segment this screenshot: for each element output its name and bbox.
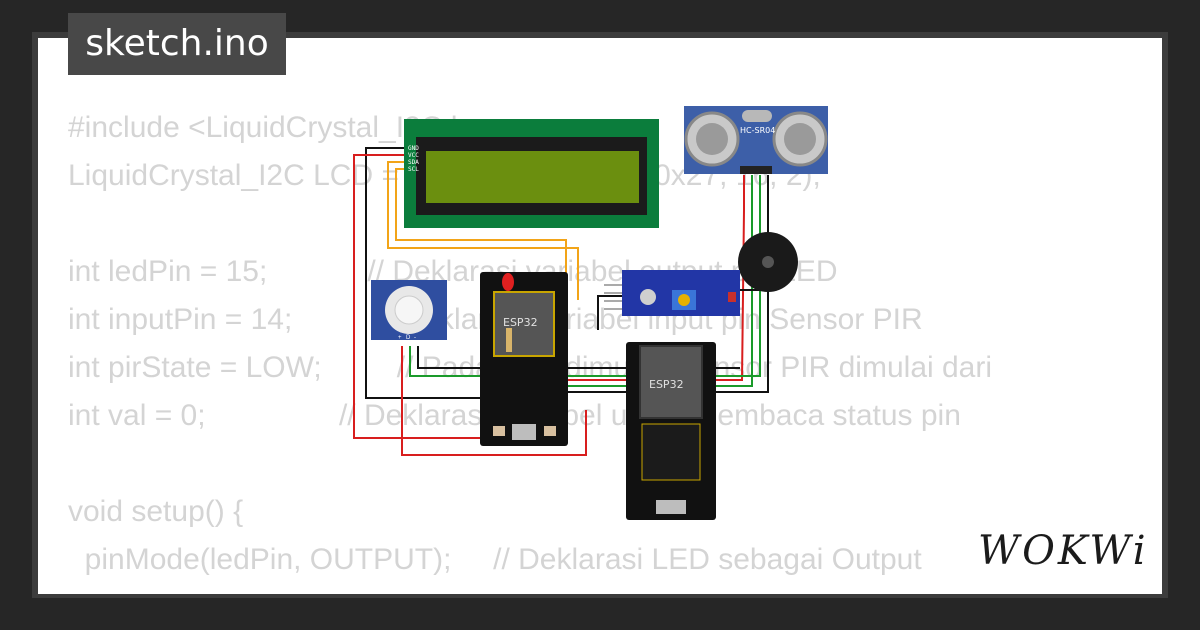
sensor-module bbox=[604, 270, 740, 316]
buzzer-hole bbox=[762, 256, 774, 268]
esp32-board-1: ESP32 bbox=[480, 272, 568, 446]
pir-pin-label: - bbox=[414, 335, 416, 341]
lcd-screen bbox=[426, 151, 639, 203]
ultrasonic-header bbox=[740, 166, 772, 174]
board-button bbox=[493, 426, 505, 436]
pir-lens bbox=[394, 295, 424, 325]
ultrasonic-transducer-core bbox=[784, 123, 816, 155]
code-line: pinMode(ledPin, OUTPUT); // Deklarasi LE… bbox=[68, 543, 922, 576]
ultrasonic-label: HC-SR04 bbox=[740, 126, 775, 135]
buzzer bbox=[738, 232, 798, 292]
esp32-chip-shield bbox=[639, 345, 703, 419]
module-pin bbox=[604, 284, 622, 286]
module-led bbox=[640, 289, 656, 305]
code-line: void setup() { bbox=[68, 495, 244, 528]
board-button bbox=[544, 426, 556, 436]
pir-pin-label: + bbox=[398, 335, 402, 341]
esp32-components bbox=[641, 423, 701, 481]
wire-black bbox=[597, 295, 630, 330]
module-indicator bbox=[728, 292, 736, 302]
esp32-chip-shield bbox=[493, 291, 555, 357]
resistor bbox=[506, 328, 512, 352]
wire-orange bbox=[395, 168, 567, 290]
lcd-pin-label: SDA bbox=[408, 159, 419, 166]
lcd-pin-label: VCC bbox=[408, 152, 419, 159]
code-line: pinMode(inputPin, INPUT); // Deklarasi S… bbox=[68, 584, 992, 594]
ultrasonic-transducer-core bbox=[696, 123, 728, 155]
ultrasonic-sensor: HC-SR04 bbox=[684, 106, 828, 174]
module-pin bbox=[604, 308, 622, 310]
led-red bbox=[502, 273, 514, 291]
module-pin bbox=[604, 292, 622, 294]
module-potentiometer-knob bbox=[678, 294, 690, 306]
wokwi-logo: WOKWi bbox=[978, 528, 1149, 574]
esp32-label: ESP32 bbox=[649, 378, 684, 391]
esp32-board-2: ESP32 bbox=[626, 342, 716, 520]
wire-orange bbox=[387, 161, 579, 300]
usb-port bbox=[656, 500, 686, 514]
sketch-file-tab: sketch.ino bbox=[68, 13, 286, 75]
pir-pin-label: D bbox=[406, 335, 411, 341]
esp32-label: ESP32 bbox=[503, 316, 538, 329]
lcd-display: GND VCC SDA SCL bbox=[404, 119, 659, 228]
module-pin bbox=[604, 300, 622, 302]
lcd-pin-label: GND bbox=[408, 145, 419, 152]
wire-black bbox=[365, 147, 500, 399]
pir-sensor: + D - bbox=[371, 280, 447, 341]
lcd-pin-label: SCL bbox=[408, 166, 419, 173]
usb-port bbox=[512, 424, 536, 440]
wire-red bbox=[353, 154, 500, 439]
wire-red bbox=[401, 346, 587, 456]
ultrasonic-crystal bbox=[742, 110, 772, 122]
